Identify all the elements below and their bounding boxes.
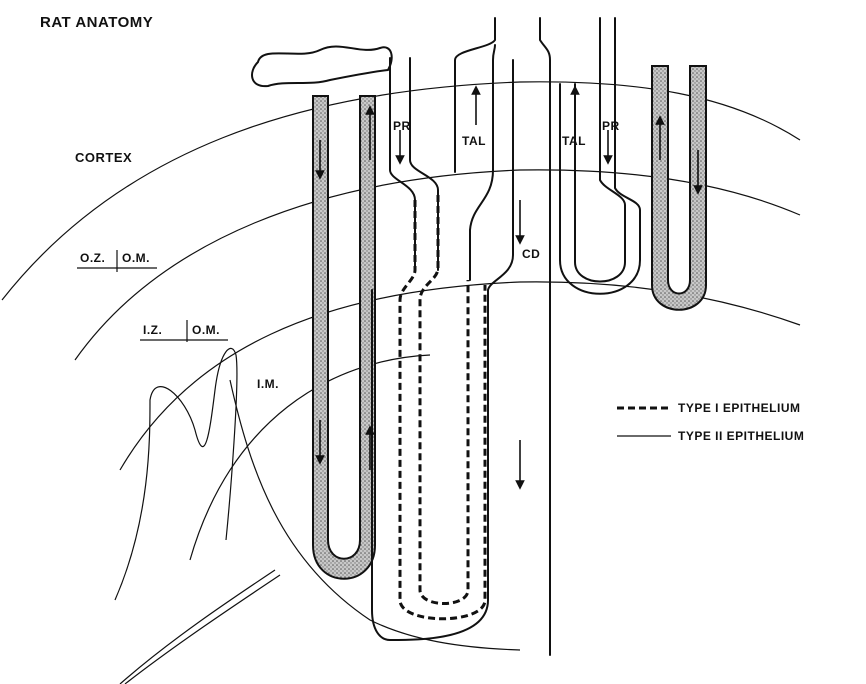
label-pr-left: PR xyxy=(393,119,411,133)
inner-medulla-boundary-arc xyxy=(190,355,430,560)
label-cortex: CORTEX xyxy=(75,150,132,165)
ureter-line-2 xyxy=(125,575,280,684)
legend-type-i-label: TYPE I EPITHELIUM xyxy=(678,401,801,415)
collecting-duct-right-wall xyxy=(540,18,550,655)
legend-type-ii-label: TYPE II EPITHELIUM xyxy=(678,429,804,443)
thick-ascending-limb-left-inner xyxy=(493,45,495,170)
label-tal-left: TAL xyxy=(462,134,486,148)
thick-ascending-limb-left-outer xyxy=(455,18,495,172)
tal-junction-left xyxy=(470,170,493,280)
label-oz: O.Z. xyxy=(80,251,105,265)
convoluted-tubule xyxy=(252,46,392,86)
label-cd: CD xyxy=(522,247,540,261)
label-iz: I.Z. xyxy=(143,323,162,337)
legend: TYPE I EPITHELIUM TYPE II EPITHELIUM xyxy=(617,401,804,443)
type-i-descending-limb-inner xyxy=(420,195,468,604)
label-om-upper: O.M. xyxy=(122,251,150,265)
vasa-recta-left xyxy=(313,96,375,579)
type-i-descending-limb-outer xyxy=(400,200,485,619)
label-pr-right: PR xyxy=(602,119,620,133)
renal-pelvis-outline xyxy=(115,348,237,600)
ureter-line-1 xyxy=(120,570,275,684)
loop-outer-boundary xyxy=(372,60,513,640)
label-om-lower: O.M. xyxy=(192,323,220,337)
short-loop-right-inner xyxy=(575,18,625,282)
label-tal-right: TAL xyxy=(562,134,586,148)
label-im: I.M. xyxy=(257,377,279,391)
cortex-boundary-arc xyxy=(2,82,800,300)
diagram-title: RAT ANATOMY xyxy=(40,14,153,31)
